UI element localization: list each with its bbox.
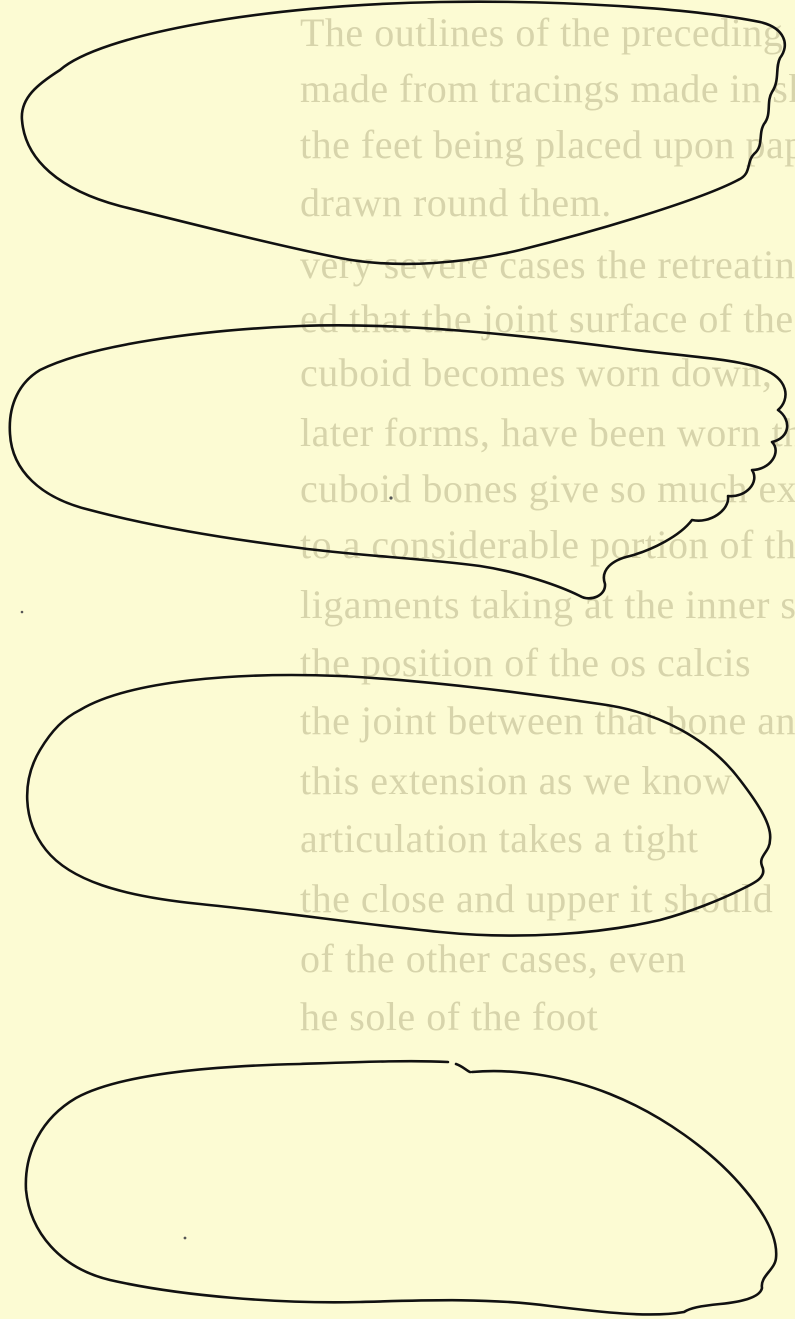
footprint-outline-4 <box>26 1061 776 1314</box>
print-speck <box>389 496 392 499</box>
print-speck <box>184 1237 187 1240</box>
footprint-outline-3 <box>27 675 770 936</box>
footprint-outline-2 <box>10 325 787 598</box>
footprint-outline-1 <box>22 2 785 264</box>
print-speck <box>21 611 24 614</box>
footprint-outline-4-segment <box>456 1064 470 1072</box>
